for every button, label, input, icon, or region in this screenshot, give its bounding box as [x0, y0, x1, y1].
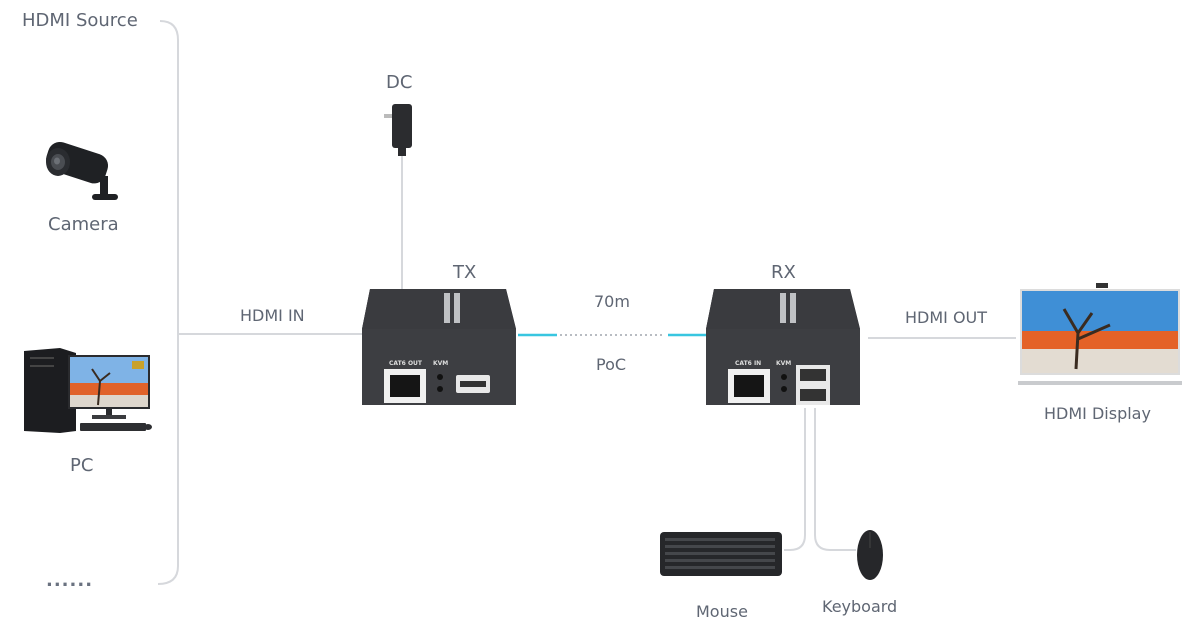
power-adapter-icon — [384, 102, 418, 162]
pc-label: PC — [70, 455, 94, 476]
mouse-icon — [855, 528, 885, 586]
tx-port-kvm-label: KVM — [433, 360, 449, 367]
more-sources-ellipsis: ...... — [46, 570, 94, 591]
rx-port-kvm-label: KVM — [776, 360, 792, 367]
display-label: HDMI Display — [1044, 404, 1151, 423]
usb-cable-mouse — [814, 408, 856, 551]
camera-label: Camera — [48, 214, 119, 235]
kvm-extender-rx-icon — [704, 287, 864, 413]
tv-display-icon — [1018, 283, 1182, 397]
rx-port-rj45-label: CAT6 IN — [735, 360, 762, 367]
distance-label: 70m — [594, 292, 630, 311]
tx-port-rj45-label: CAT6 OUT — [389, 360, 423, 367]
peripheral-label-1: Mouse — [696, 602, 748, 621]
tx-label: TX — [453, 262, 477, 283]
cable-type-label: PoC — [596, 355, 627, 374]
usb-cable-keyboard — [784, 408, 806, 551]
keyboard-icon — [660, 532, 784, 582]
desktop-pc-icon — [20, 345, 152, 439]
source-bracket — [157, 20, 179, 585]
kvm-extender-tx-icon — [360, 287, 520, 413]
hdmi-out-label: HDMI OUT — [905, 308, 988, 327]
security-camera-icon — [38, 138, 128, 212]
dc-label: DC — [386, 72, 413, 93]
source-group-title: HDMI Source — [22, 10, 138, 31]
hdmi-in-label: HDMI IN — [240, 306, 305, 325]
peripheral-label-2: Keyboard — [822, 597, 898, 616]
rx-label: RX — [771, 262, 796, 283]
